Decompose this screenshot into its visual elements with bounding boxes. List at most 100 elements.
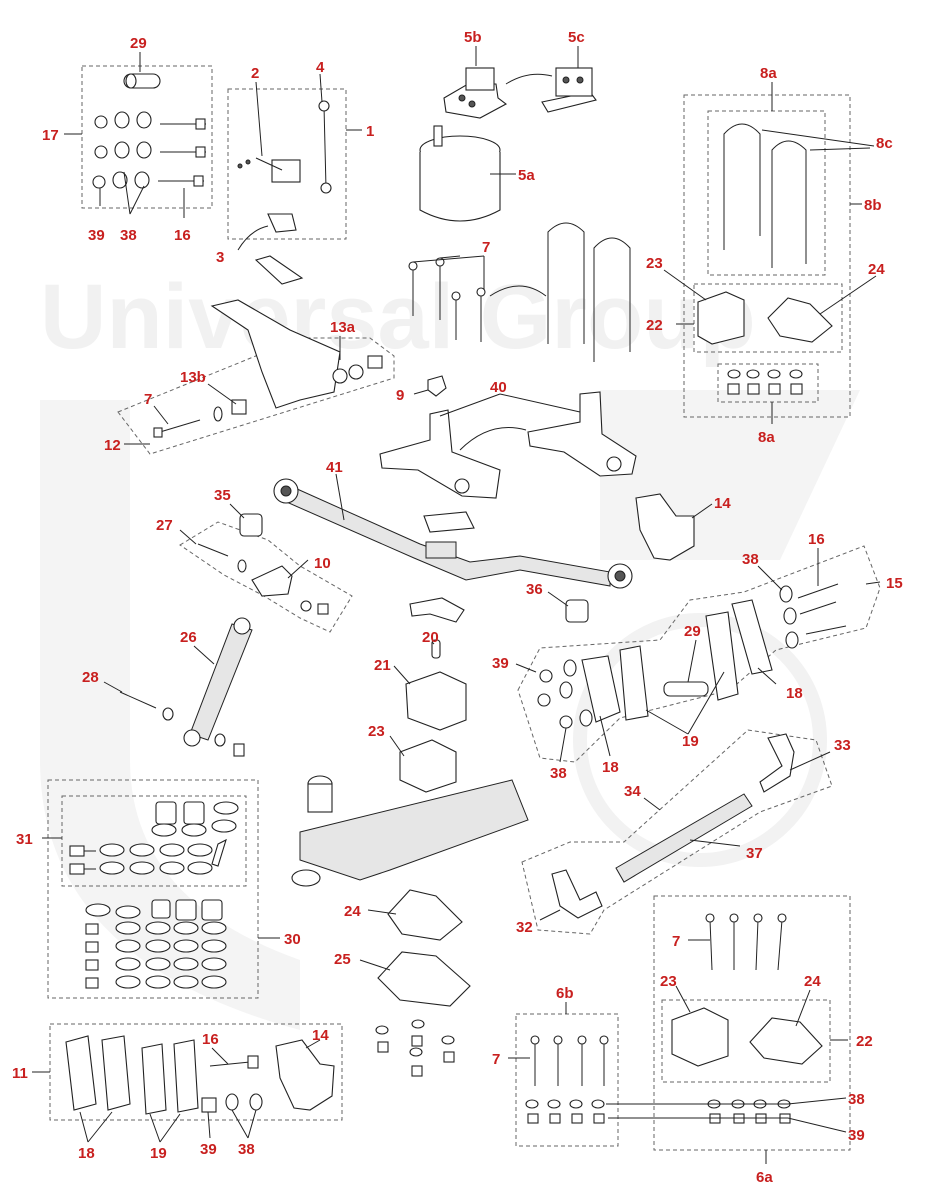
callout-38-bottom: 38 xyxy=(848,1091,865,1108)
callout-31: 31 xyxy=(16,831,33,848)
callout-18-right: 18 xyxy=(786,685,803,702)
box-30 xyxy=(47,779,259,999)
part-23-bracket-bottom xyxy=(671,1007,729,1067)
callout-2: 2 xyxy=(251,65,259,82)
callout-34: 34 xyxy=(624,783,641,800)
callout-39-right: 39 xyxy=(492,655,509,672)
callout-33: 33 xyxy=(834,737,851,754)
callout-7-left: 7 xyxy=(144,391,152,408)
callout-8b: 8b xyxy=(864,197,882,214)
box-1 xyxy=(227,88,347,240)
part-31-kit xyxy=(69,801,239,875)
group-boxes xyxy=(47,65,881,1151)
part-5a-air-spring xyxy=(419,125,501,222)
callout-3: 3 xyxy=(216,249,224,266)
callout-12: 12 xyxy=(104,437,121,454)
callout-18-center: 18 xyxy=(602,759,619,776)
part-20-pin xyxy=(431,639,441,659)
callout-11: 11 xyxy=(12,1065,28,1082)
part-32-tie-rod-end xyxy=(551,869,603,919)
part-29-spacer-top xyxy=(123,73,161,89)
callout-39-left: 39 xyxy=(200,1141,217,1158)
callout-14-right: 14 xyxy=(714,495,731,512)
callout-5a: 5a xyxy=(518,167,535,184)
callout-23-top: 23 xyxy=(646,255,663,272)
callout-1: 1 xyxy=(366,123,374,140)
box-22-top xyxy=(693,283,843,353)
callout-23-bottom: 23 xyxy=(660,973,677,990)
box-8a-top xyxy=(707,110,826,276)
part-5c-mount xyxy=(541,67,597,113)
part-11-plates xyxy=(65,1035,335,1115)
box-32 xyxy=(521,729,833,935)
link-5b-5c xyxy=(505,73,553,85)
part-u-bolts-center xyxy=(547,222,631,362)
callout-41: 41 xyxy=(326,459,343,476)
callout-10: 10 xyxy=(314,555,331,572)
box-31 xyxy=(61,795,247,887)
part-30-kit xyxy=(85,899,227,989)
callout-29: 29 xyxy=(130,35,147,52)
callout-13b: 13b xyxy=(180,369,206,386)
part-24-saddle-bottom xyxy=(749,1017,823,1065)
callout-40: 40 xyxy=(490,379,507,396)
callout-6a: 6a xyxy=(756,1169,773,1186)
callout-21: 21 xyxy=(374,657,391,674)
part-1-linkage xyxy=(237,100,332,285)
part-17-hardware xyxy=(92,111,206,189)
part-23-bracket-top xyxy=(697,291,745,345)
part-27-bolt xyxy=(197,543,247,573)
box-8a-bottom xyxy=(717,363,819,403)
leader-lines xyxy=(32,46,881,1164)
part-10-bracket xyxy=(251,565,329,615)
callout-5b: 5b xyxy=(464,29,482,46)
callout-25: 25 xyxy=(334,951,351,968)
callout-23-middle: 23 xyxy=(368,723,385,740)
part-36-bushing xyxy=(565,599,589,623)
callout-8a-top: 8a xyxy=(760,65,777,82)
callout-16: 16 xyxy=(174,227,191,244)
callout-7-center: 7 xyxy=(482,239,490,256)
callout-24-top: 24 xyxy=(868,261,885,278)
link-40 xyxy=(459,427,527,451)
watermark-globe xyxy=(573,613,827,867)
part-8a-nuts xyxy=(727,369,803,395)
box-8b xyxy=(683,94,851,418)
callout-16-left: 16 xyxy=(202,1031,219,1048)
callout-30: 30 xyxy=(284,931,301,948)
callout-24-bottom: 24 xyxy=(804,973,821,990)
part-35-bushing xyxy=(239,513,263,537)
callout-38-right: 38 xyxy=(742,551,759,568)
part-33-tie-rod-end xyxy=(759,733,795,793)
part-clip xyxy=(409,597,465,623)
link-7-ubolts xyxy=(489,285,547,297)
part-5b-mount xyxy=(443,67,508,119)
part-25-saddle xyxy=(377,951,471,1007)
callout-6b: 6b xyxy=(556,985,574,1002)
callout-17: 17 xyxy=(42,127,59,144)
callout-26: 26 xyxy=(180,629,197,646)
part-7-bolts-center xyxy=(408,257,486,342)
watermark-text: Universal Group xyxy=(40,266,756,368)
callout-32: 32 xyxy=(516,919,533,936)
callout-labels: 29 17 39 38 16 2 4 1 3 5b 5c 5a 7 8a 8c … xyxy=(12,29,903,1186)
callout-7-6b: 7 xyxy=(492,1051,500,1068)
callout-28: 28 xyxy=(82,669,99,686)
part-13a-hanger xyxy=(210,299,383,409)
part-21-bracket xyxy=(405,671,467,731)
box-22-bottom xyxy=(661,999,831,1083)
part-40-brackets xyxy=(379,391,637,499)
part-14-hanger-right xyxy=(635,493,695,561)
callout-38: 38 xyxy=(120,227,137,244)
part-axle-frame xyxy=(291,775,529,887)
callout-22-bottom: 22 xyxy=(856,1033,873,1050)
part-6b-bolts xyxy=(525,1035,609,1124)
box-15 xyxy=(517,545,881,763)
part-pad-center xyxy=(423,511,475,533)
callout-8c: 8c xyxy=(876,135,893,152)
callout-4: 4 xyxy=(316,59,325,76)
callout-39: 39 xyxy=(88,227,105,244)
callout-16-right: 16 xyxy=(808,531,825,548)
part-9-bumper xyxy=(427,375,447,397)
